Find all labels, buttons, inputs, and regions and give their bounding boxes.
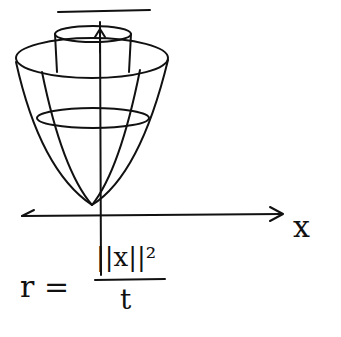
level-ellipse [37,108,149,128]
horizontal-axis [22,214,282,216]
formula-lhs: r = [20,272,69,302]
outer-parabola [16,60,168,205]
cylinder-top [55,26,131,42]
vertical-axis [100,22,101,275]
cylinder-sides [55,34,131,72]
fraction-bar [95,279,165,280]
axis-tick [22,210,34,216]
axis-label: x [293,212,310,242]
rim-ellipse [16,38,168,78]
top-stroke [58,10,150,12]
inner-parabola [42,70,140,205]
axis-arrowhead [270,207,283,221]
up-arrow [95,29,105,52]
formula-numerator: ||x||² [96,244,156,270]
formula-denominator: t [120,286,131,314]
